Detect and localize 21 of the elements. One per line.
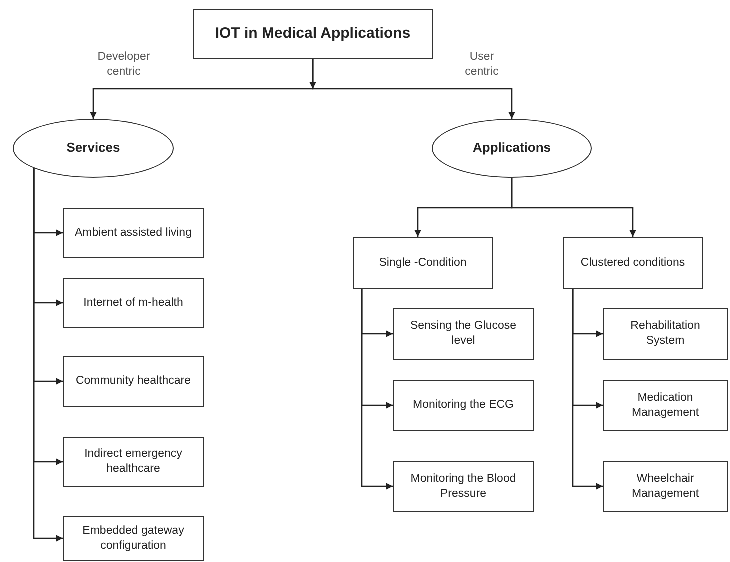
process-box: Internet of m-health: [63, 278, 204, 328]
process-box: Ambient assisted living: [63, 208, 204, 258]
process-box: Community healthcare: [63, 356, 204, 407]
process-box: Embedded gateway configuration: [63, 516, 204, 561]
arrow: [511, 178, 636, 237]
process-box: Single -Condition: [353, 237, 493, 289]
arrow: [572, 289, 603, 490]
process-box: Indirect emergency healthcare: [63, 437, 204, 487]
ellipse-node: Applications: [432, 119, 592, 178]
title-box: IOT in Medical Applications: [193, 9, 433, 59]
process-box: Monitoring the ECG: [393, 380, 534, 431]
process-box: Sensing the Glucose level: [393, 308, 534, 360]
ellipse-node: Services: [13, 119, 174, 178]
arrow: [361, 289, 393, 490]
process-box: Medication Management: [603, 380, 728, 431]
arrow: [312, 59, 516, 119]
arrow: [33, 168, 63, 542]
process-box: Wheelchair Management: [603, 461, 728, 512]
process-box: Monitoring the Blood Pressure: [393, 461, 534, 512]
process-box: Rehabilitation System: [603, 308, 728, 360]
process-box: Clustered conditions: [563, 237, 703, 289]
